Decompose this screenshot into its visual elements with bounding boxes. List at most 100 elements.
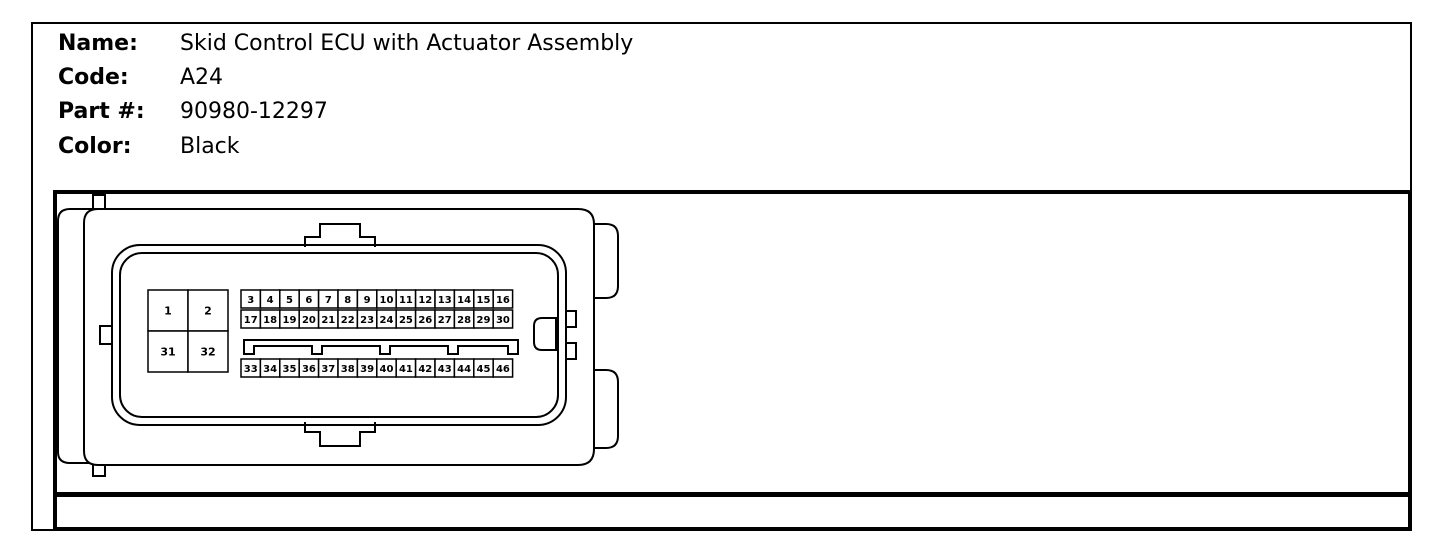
pin-label: 1 bbox=[164, 305, 172, 318]
pin-36: 36 bbox=[298, 358, 320, 378]
pin-label: 36 bbox=[302, 364, 316, 375]
pin-33: 33 bbox=[240, 358, 262, 378]
pin-cell bbox=[187, 289, 229, 332]
pin-label: 45 bbox=[477, 364, 491, 375]
pin-cell bbox=[492, 289, 514, 309]
pin-label: 21 bbox=[321, 315, 335, 326]
pin-12: 12 bbox=[414, 289, 436, 309]
pin-label: 43 bbox=[438, 364, 452, 375]
pin-label: 35 bbox=[283, 364, 297, 375]
pin-label: 18 bbox=[263, 315, 277, 326]
pin-1: 1 bbox=[147, 289, 189, 332]
pin-label: 10 bbox=[380, 295, 394, 306]
pin-9: 9 bbox=[356, 289, 378, 309]
pin-label: 29 bbox=[477, 315, 491, 326]
pin-label: 27 bbox=[438, 315, 452, 326]
pin-45: 45 bbox=[473, 358, 494, 378]
keyway-channel bbox=[243, 339, 519, 355]
pin-label: 39 bbox=[360, 364, 374, 375]
pin-17: 17 bbox=[240, 309, 262, 329]
pin-6: 6 bbox=[298, 289, 320, 309]
pin-cell bbox=[492, 358, 514, 378]
pin-label: 17 bbox=[244, 315, 258, 326]
shroud-inner bbox=[119, 252, 559, 418]
pin-label: 9 bbox=[364, 295, 371, 306]
pin-38: 38 bbox=[337, 358, 359, 378]
connector-housing bbox=[83, 208, 595, 466]
pin-43: 43 bbox=[434, 358, 456, 378]
pin-label: 22 bbox=[341, 315, 355, 326]
name-label: Name: bbox=[58, 31, 138, 56]
part-label: Part #: bbox=[58, 99, 145, 124]
right-nub-lower bbox=[565, 342, 577, 360]
pin-22: 22 bbox=[337, 309, 359, 329]
pin-18: 18 bbox=[259, 309, 281, 329]
top-key bbox=[304, 223, 376, 247]
pin-label: 37 bbox=[321, 364, 335, 375]
right-latch-lower bbox=[594, 369, 619, 449]
code-label: Code: bbox=[58, 65, 129, 90]
pin-label: 5 bbox=[286, 295, 293, 306]
pin-7: 7 bbox=[317, 289, 339, 309]
pin-label: 14 bbox=[457, 295, 471, 306]
pin-16: 16 bbox=[492, 289, 514, 309]
bottom-key bbox=[304, 422, 376, 447]
pin-34: 34 bbox=[259, 358, 281, 378]
pin-label: 12 bbox=[418, 295, 432, 306]
pin-label: 4 bbox=[267, 295, 274, 306]
pin-label: 33 bbox=[244, 364, 258, 375]
latch-window bbox=[533, 317, 557, 351]
pin-label: 7 bbox=[325, 295, 332, 306]
right-latch-upper bbox=[594, 223, 619, 299]
pin-label: 19 bbox=[283, 315, 297, 326]
pin-label: 6 bbox=[305, 295, 312, 306]
top-tab bbox=[92, 194, 106, 210]
pin-10: 10 bbox=[376, 289, 397, 309]
pin-label: 2 bbox=[204, 305, 212, 318]
pin-label: 42 bbox=[418, 364, 432, 375]
pin-11: 11 bbox=[395, 289, 417, 309]
large-pin-group: 1 2 31 32 bbox=[147, 289, 229, 373]
pin-label: 34 bbox=[263, 364, 277, 375]
code-value: A24 bbox=[180, 65, 224, 90]
pin-23: 23 bbox=[356, 309, 378, 329]
pin-label: 11 bbox=[399, 295, 413, 306]
pin-5: 5 bbox=[279, 289, 300, 309]
pin-15: 15 bbox=[473, 289, 494, 309]
pin-label: 28 bbox=[457, 315, 471, 326]
pin-28: 28 bbox=[453, 309, 475, 329]
name-value: Skid Control ECU with Actuator Assembly bbox=[180, 31, 634, 56]
pin-46: 46 bbox=[492, 358, 514, 378]
pin-37: 37 bbox=[317, 358, 339, 378]
pin-30: 30 bbox=[492, 309, 514, 329]
pin-3: 3 bbox=[240, 289, 262, 309]
pin-20: 20 bbox=[298, 309, 320, 329]
pin-label: 3 bbox=[247, 295, 254, 306]
pin-42: 42 bbox=[414, 358, 436, 378]
left-nub bbox=[99, 325, 113, 345]
pin-label: 38 bbox=[341, 364, 355, 375]
footer-panel bbox=[53, 493, 1412, 531]
pin-label: 24 bbox=[380, 315, 394, 326]
pin-label: 13 bbox=[438, 295, 452, 306]
pin-31: 31 bbox=[147, 330, 189, 373]
pin-label: 31 bbox=[160, 346, 175, 359]
pin-24: 24 bbox=[376, 309, 397, 329]
pin-26: 26 bbox=[414, 309, 436, 329]
pin-cell bbox=[187, 330, 229, 373]
left-flange bbox=[57, 208, 98, 464]
pin-cell bbox=[492, 309, 514, 329]
pin-label: 44 bbox=[457, 364, 471, 375]
color-value: Black bbox=[180, 134, 240, 159]
pin-label: 40 bbox=[380, 364, 394, 375]
pin-35: 35 bbox=[279, 358, 300, 378]
pin-14: 14 bbox=[453, 289, 475, 309]
pin-13: 13 bbox=[434, 289, 456, 309]
pin-label: 25 bbox=[399, 315, 413, 326]
part-value: 90980-12297 bbox=[180, 99, 328, 124]
pin-2: 2 bbox=[187, 289, 229, 332]
pin-cell bbox=[147, 330, 189, 373]
pin-39: 39 bbox=[356, 358, 378, 378]
pin-32: 32 bbox=[187, 330, 229, 373]
